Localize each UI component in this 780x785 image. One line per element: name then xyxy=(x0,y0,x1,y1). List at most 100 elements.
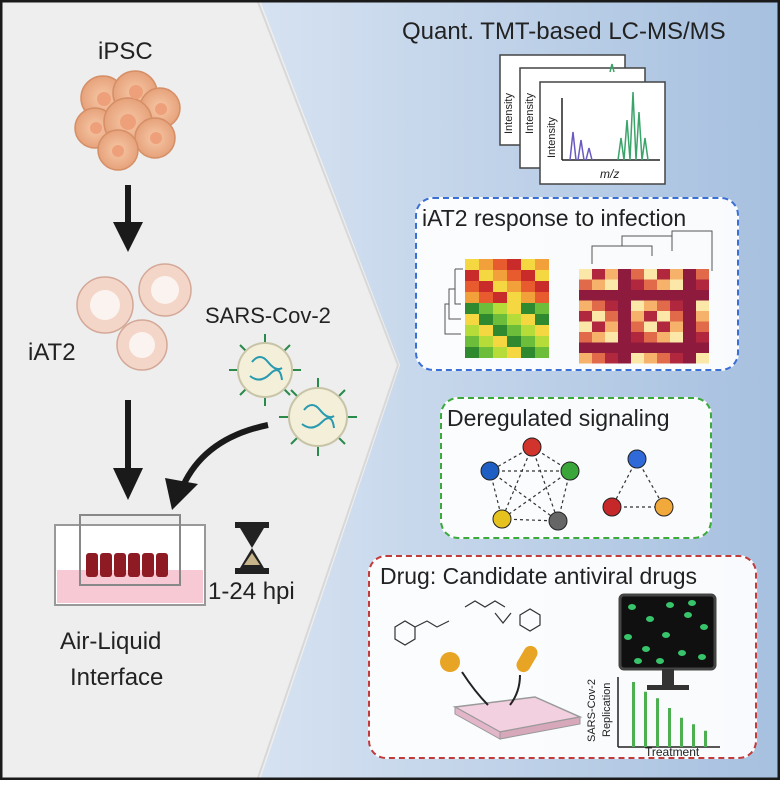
heatmap-cell xyxy=(493,303,507,314)
heatmap-cell xyxy=(592,342,605,353)
drug-ylabel-line1: SARS-Cov-2 xyxy=(586,679,598,742)
replication-bar xyxy=(668,708,671,747)
heatmap-cell xyxy=(479,292,493,303)
heatmap-cell xyxy=(631,279,644,290)
heatmap-cell xyxy=(493,281,507,292)
ms-panel-title: Quant. TMT-based LC-MS/MS xyxy=(402,18,726,45)
response-panel-title: iAT2 response to infection xyxy=(422,205,687,231)
transwell-insert-icon xyxy=(54,514,206,606)
signaling-panel-title: Deregulated signaling xyxy=(447,405,670,431)
heatmap-cell xyxy=(618,269,631,280)
heatmap-cell xyxy=(521,325,535,336)
fluorescent-cell xyxy=(634,658,642,664)
virus-icon xyxy=(229,334,301,406)
heatmap-cell xyxy=(670,332,683,343)
heatmap-cell xyxy=(683,321,696,332)
network-node xyxy=(548,511,568,531)
heatmap-cell xyxy=(521,270,535,281)
heatmap-cell xyxy=(493,347,507,358)
heatmap-cell xyxy=(592,290,605,301)
heatmap-cell xyxy=(592,279,605,290)
fluorescent-cell xyxy=(656,658,664,664)
heatmap-cell xyxy=(535,347,549,358)
heatmap-cell xyxy=(696,332,709,343)
heatmap-cell xyxy=(605,290,618,301)
heatmap-cell xyxy=(465,314,479,325)
virus-icon xyxy=(279,378,357,456)
network-node xyxy=(560,461,580,481)
heatmap-cell xyxy=(493,259,507,270)
heatmap-cell xyxy=(618,290,631,301)
heatmap-cell xyxy=(507,325,521,336)
heatmap-cell xyxy=(670,300,683,311)
heatmap-cell xyxy=(479,270,493,281)
heatmap-cell xyxy=(670,311,683,322)
heatmap-cell xyxy=(683,290,696,301)
heatmap-cell xyxy=(696,321,709,332)
heatmap-cell xyxy=(631,269,644,280)
heatmap-cell xyxy=(683,342,696,353)
heatmap-cell xyxy=(579,290,592,301)
heatmap-cell xyxy=(670,269,683,280)
ipsc-cell-cluster xyxy=(74,70,181,171)
heatmap-cell xyxy=(493,325,507,336)
replication-bar xyxy=(704,730,707,747)
heatmap-cell xyxy=(592,269,605,280)
heatmap-cell xyxy=(535,270,549,281)
culture-label-line1: Air-Liquid xyxy=(60,628,162,655)
drug-xlabel: Treatment xyxy=(645,745,700,757)
ms-ylabel-middle: Intensity xyxy=(524,93,536,134)
heatmap-cell xyxy=(605,311,618,322)
heatmap-cell xyxy=(493,314,507,325)
heatmap-cell xyxy=(535,336,549,347)
heatmap-cell xyxy=(579,353,592,364)
heatmap-cell xyxy=(696,311,709,322)
heatmap-cell xyxy=(579,311,592,322)
heatmap-cell xyxy=(535,292,549,303)
drug-graphics: Treatment SARS-Cov-2 Replication xyxy=(394,593,720,757)
heatmap-small xyxy=(465,259,549,358)
heatmap-dendrogram xyxy=(444,268,463,335)
heatmap-cell xyxy=(670,279,683,290)
heatmap-cell xyxy=(579,321,592,332)
heatmap-cell xyxy=(605,353,618,364)
timepoint-label: 1-24 hpi xyxy=(208,578,295,605)
curved-arrow-head-icon xyxy=(165,478,198,510)
heatmap-cell xyxy=(465,325,479,336)
heatmap-cell xyxy=(683,269,696,280)
virus-label: SARS-Cov-2 xyxy=(205,303,331,328)
heatmap-cell xyxy=(618,279,631,290)
network-node xyxy=(522,437,542,457)
compound-ball-icon xyxy=(440,652,460,672)
heatmap-cell xyxy=(657,269,670,280)
replication-bar xyxy=(692,724,695,747)
ms-ylabel-back: Intensity xyxy=(503,93,515,134)
ipsc-label: iPSC xyxy=(98,38,153,65)
heatmap-cell xyxy=(465,270,479,281)
heatmap-dendrogram xyxy=(591,230,713,271)
heatmaps xyxy=(444,230,713,364)
heatmap-cell xyxy=(579,279,592,290)
fluorescent-cell xyxy=(700,624,708,630)
heatmap-cell xyxy=(465,336,479,347)
heatmap-cell xyxy=(683,311,696,322)
heatmap-cell xyxy=(696,290,709,301)
heatmap-cell xyxy=(605,300,618,311)
heatmap-cell xyxy=(683,332,696,343)
heatmap-cell xyxy=(507,314,521,325)
capsule-icon xyxy=(516,645,538,673)
heatmap-cell xyxy=(657,321,670,332)
heatmap-cell xyxy=(644,300,657,311)
heatmap-cell xyxy=(657,290,670,301)
heatmap-cell xyxy=(618,332,631,343)
fluorescent-cell xyxy=(688,600,696,606)
culture-label-line2: Interface xyxy=(70,664,164,691)
replication-bar xyxy=(680,717,683,747)
ms-spectra-cards xyxy=(499,54,666,185)
replication-bar xyxy=(632,682,635,747)
ms-ylabel-front: Intensity xyxy=(546,117,558,158)
replication-bar xyxy=(644,691,647,747)
heatmap-cell xyxy=(479,325,493,336)
